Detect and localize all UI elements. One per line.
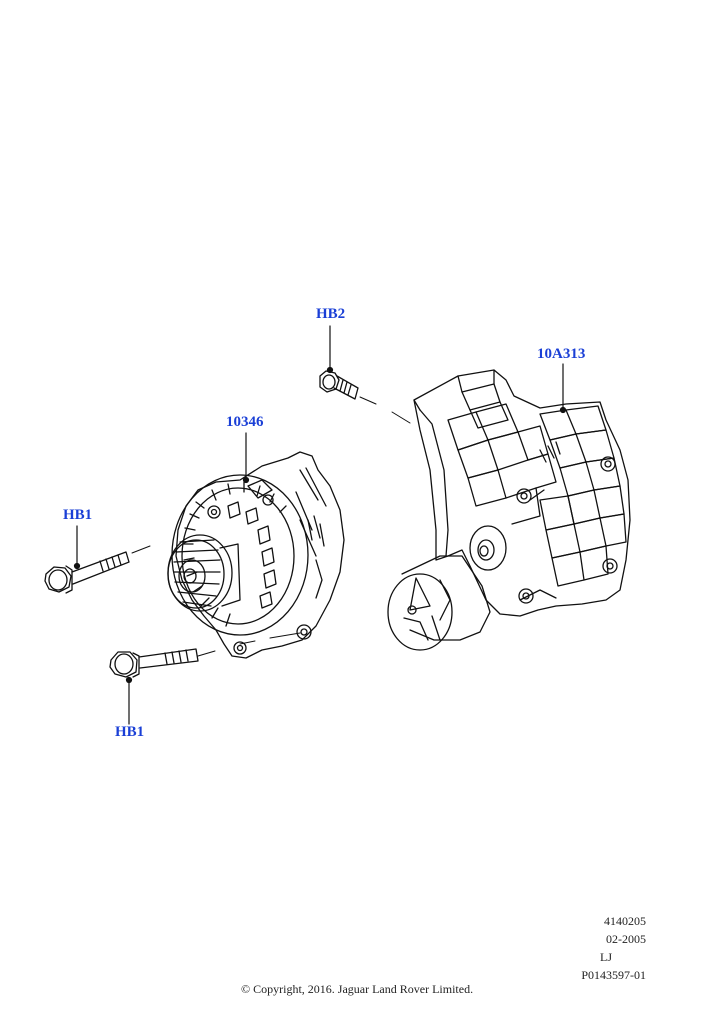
callout-10346[interactable]: 10346 (226, 414, 264, 430)
callout-hb1-lower[interactable]: HB1 (115, 724, 145, 740)
assembly-lines (131, 396, 411, 657)
drawing-reference-block: 4140205 02-2005 LJ P0143597-01 (526, 912, 646, 984)
bolt-hb2 (319, 370, 359, 400)
callout-hb1-upper[interactable]: HB1 (63, 507, 93, 523)
callout-hb2[interactable]: HB2 (316, 306, 346, 322)
drawing-initials: LJ (600, 950, 612, 964)
alternator-10346 (167, 451, 345, 659)
copyright-notice: © Copyright, 2016. Jaguar Land Rover Lim… (241, 982, 474, 996)
part-code: P0143597-01 (581, 968, 646, 982)
mounting-bracket-10A313 (387, 369, 631, 651)
bolt-hb1-lower (109, 648, 199, 678)
callout-10A313[interactable]: 10A313 (537, 346, 586, 362)
bolt-hb1-upper (44, 551, 130, 594)
drawing-date: 02-2005 (606, 932, 646, 946)
reference-number: 4140205 (604, 914, 646, 928)
